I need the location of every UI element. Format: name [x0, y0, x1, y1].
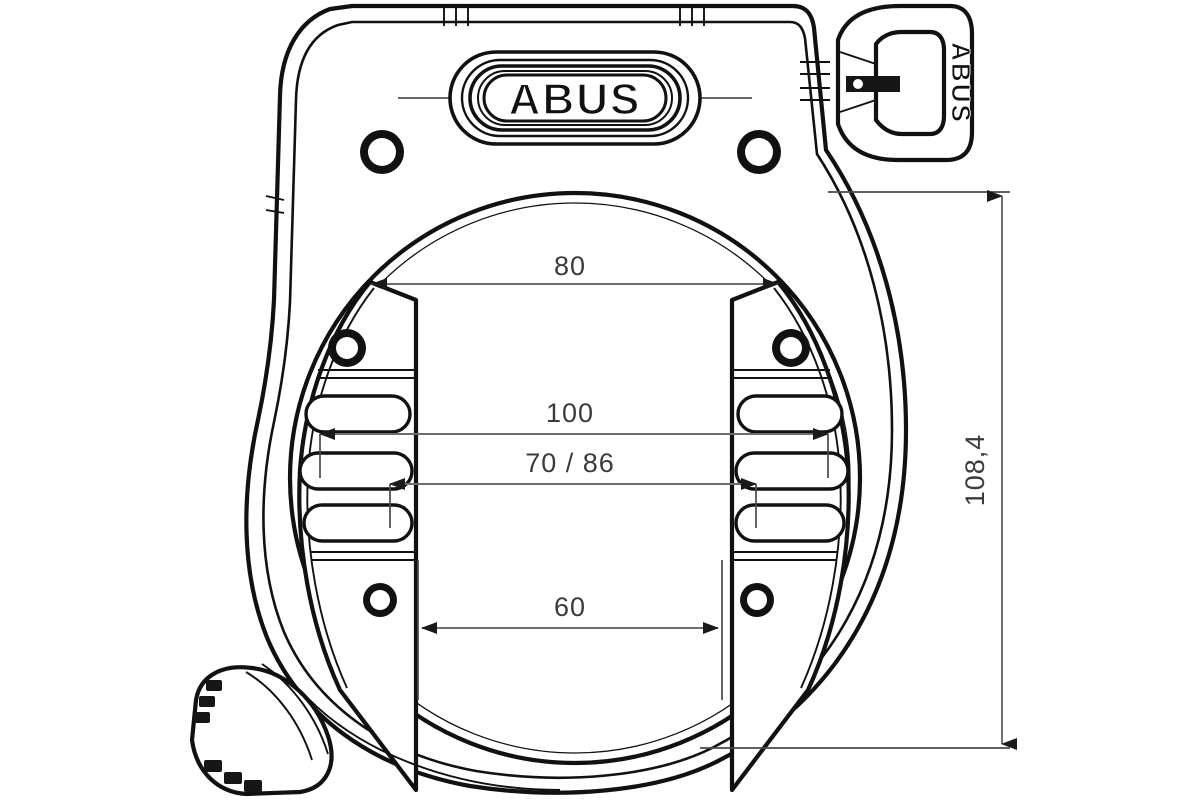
dimension-108-4: 108,4 [700, 190, 1017, 750]
right-arm-group [729, 279, 851, 793]
right-arm-slot-1 [736, 394, 844, 434]
abus-logo-text: ABUS [509, 75, 642, 124]
dimension-70-86-label: 70 / 86 [525, 448, 615, 478]
dimension-70-86: 70 / 86 [389, 448, 757, 528]
abus-logo-badge: ABUS [398, 50, 752, 146]
housing-left-notch-a [265, 195, 285, 201]
dimension-80: 80 [371, 251, 779, 290]
key-blade-line-top [839, 51, 877, 65]
dimension-108-4-label: 108,4 [960, 434, 990, 507]
lock-key-group: ABUS [800, 3, 976, 163]
left-arm-slot-2 [298, 451, 414, 491]
right-arm-slot-3 [734, 503, 846, 543]
housing-left-notch-b [265, 209, 285, 214]
thumb-lever-crease-b [261, 663, 329, 755]
left-arm-hole-upper [328, 329, 366, 367]
left-arm-slot-1 [304, 394, 412, 434]
dimension-60-label: 60 [554, 592, 586, 622]
dimension-100-label: 100 [546, 398, 594, 428]
thumb-lever-crease-a [245, 671, 313, 761]
right-arm-hole-upper [772, 329, 810, 367]
dimension-80-label: 80 [554, 251, 586, 281]
housing-bottom-arc [299, 689, 561, 791]
left-arm-group [297, 279, 419, 793]
dimension-100: 100 [319, 398, 829, 478]
right-arm-slot-2 [734, 451, 850, 491]
key-head-inner-panel [873, 29, 947, 137]
housing-top-ticks [443, 4, 705, 26]
left-arm-slot-3 [302, 503, 414, 543]
mounting-hole-upper-left [360, 130, 404, 174]
mounting-hole-upper-right [737, 130, 781, 174]
right-arm-hole-lower [740, 583, 774, 617]
thumb-lever-group [189, 663, 334, 797]
dimension-60: 60 [417, 560, 723, 700]
key-head-logo-text: ABUS [946, 42, 976, 124]
lock-housing-inner-contour [262, 20, 894, 780]
thumb-lever-ribs [194, 680, 262, 792]
key-bit-hole [853, 79, 863, 89]
key-blade-line-bottom [839, 99, 877, 113]
thumb-lever-outline [189, 665, 334, 797]
left-arm-hole-lower [363, 583, 397, 617]
